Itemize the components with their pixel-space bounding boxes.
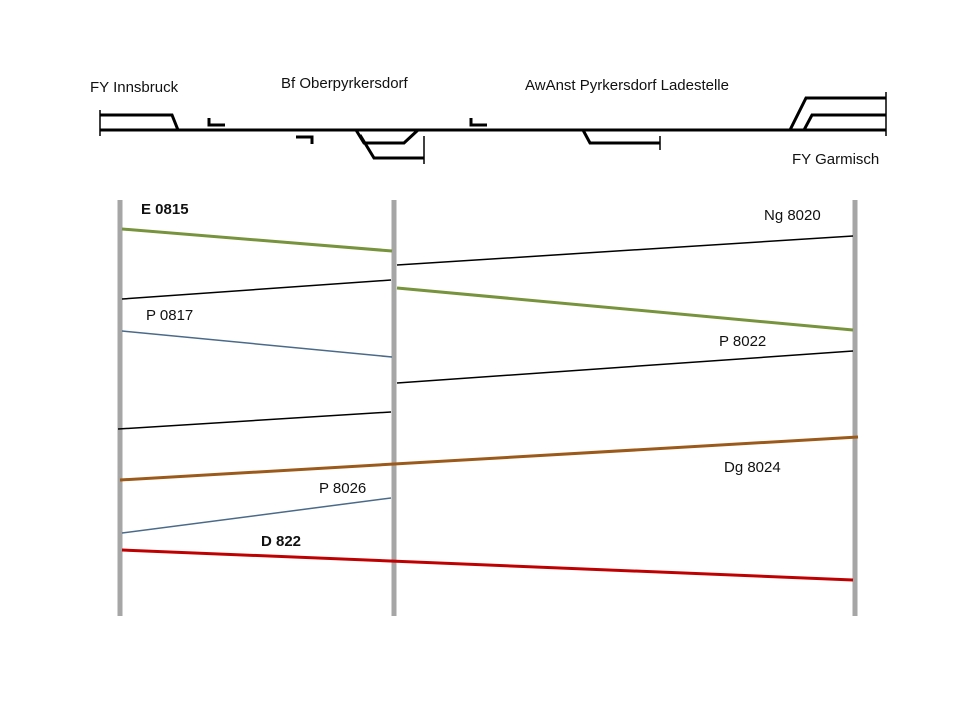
train-path-ng8020-seg2	[121, 279, 392, 300]
train-path-e0815-seg1	[121, 227, 393, 253]
train-label-p0817: P 0817	[146, 307, 193, 324]
signal-marker-2	[296, 135, 314, 144]
train-label-e0815: E 0815	[141, 201, 189, 218]
innsbruck-siding-track	[100, 113, 180, 131]
station-label-awanst: AwAnst Pyrkersdorf Ladestelle	[525, 77, 729, 94]
train-label-dg8024: Dg 8024	[724, 459, 781, 476]
awanst-siding-track	[581, 129, 660, 145]
garmisch-track-1	[788, 96, 886, 131]
train-paths	[117, 227, 859, 582]
train-label-p8022: P 8022	[719, 333, 766, 350]
train-path-d822	[121, 548, 854, 582]
station-label-fy-innsbruck: FY Innsbruck	[90, 79, 179, 96]
train-path-p8022-seg1	[396, 350, 854, 384]
train-path-p8026	[121, 497, 392, 534]
train-label-d822: D 822	[261, 533, 301, 550]
station-siding-track	[358, 134, 424, 160]
garmisch-track-2	[802, 113, 886, 131]
train-path-p0817	[121, 330, 393, 358]
station-axes	[117, 200, 858, 616]
station-label-fy-garmisch: FY Garmisch	[792, 151, 879, 168]
train-label-p8026: P 8026	[319, 480, 366, 497]
signal-marker-3	[469, 118, 487, 127]
train-path-e0815-seg2	[396, 286, 854, 332]
train-label-ng8020: Ng 8020	[764, 207, 821, 224]
train-path-dg8024	[119, 435, 859, 482]
station-label-bf-oberpyrkersdorf: Bf Oberpyrkersdorf	[281, 75, 409, 92]
signal-marker-1	[207, 118, 225, 127]
train-path-ng8020-seg1	[396, 235, 854, 266]
train-path-p8022-seg2	[117, 411, 392, 430]
track-schematic	[99, 92, 887, 164]
